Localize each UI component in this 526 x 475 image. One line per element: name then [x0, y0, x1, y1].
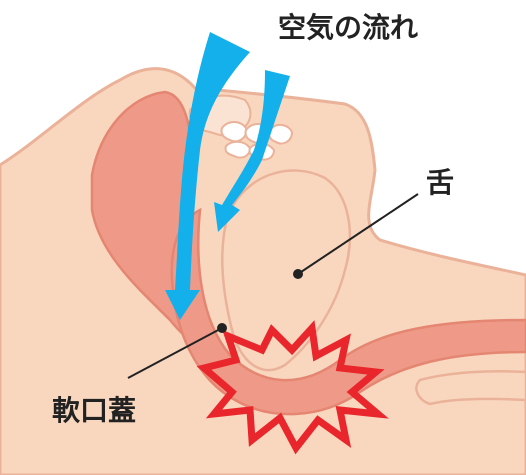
trachea	[416, 371, 526, 404]
tongue-label: 舌	[426, 166, 454, 199]
soft-palate-leader-dot	[217, 323, 227, 333]
tongue-leader-dot	[293, 269, 303, 279]
soft-palate-label: 軟口蓋	[52, 394, 136, 427]
airflow-label: 空気の流れ	[278, 11, 418, 44]
